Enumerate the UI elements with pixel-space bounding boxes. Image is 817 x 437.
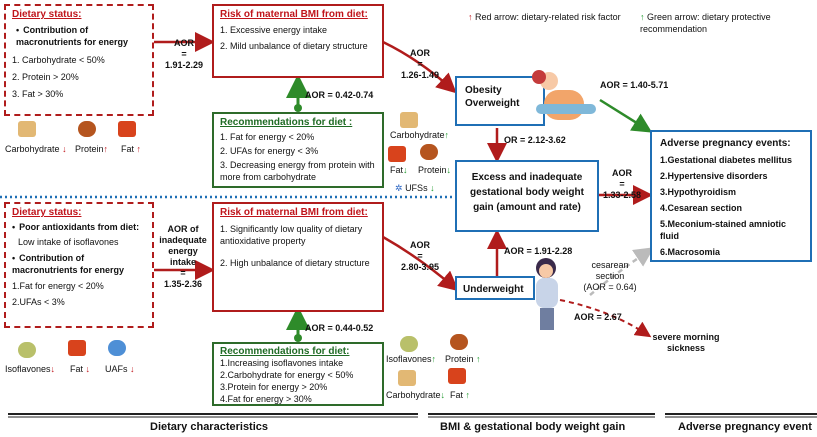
green-arrow-icon: ↑ <box>640 12 645 22</box>
arrow-obesity-events <box>599 98 653 133</box>
obesity-box: Obesity Overweight <box>455 76 545 126</box>
fat-icon <box>68 340 86 356</box>
top-rec-fat: Fat↓ <box>390 165 408 175</box>
pregnant-woman-eating-illustration <box>530 68 600 128</box>
fat-icon <box>388 146 406 162</box>
chicken-icon <box>78 121 96 137</box>
bottom-aor-status-risk: AOR of inadequate energy intake = 1.35-2… <box>159 224 207 289</box>
event-item: 6.Macrosomia <box>660 247 721 257</box>
chicken-icon <box>450 334 468 350</box>
soybean-icon <box>18 342 36 358</box>
bottom-aor-risk-under: AOR = 2.80-3.95 <box>400 240 440 272</box>
bottom-rec-carb: Carbohydrate↓ <box>386 390 446 400</box>
arrow-cesarean <box>589 247 655 296</box>
bottom-rec-isoflavones: Isoflavones↑ <box>386 354 437 364</box>
bottom-status-box: Dietary status: Poor antioxidants from d… <box>4 202 154 328</box>
event-item: 2.Hypertensive disorders <box>660 171 768 181</box>
top-status-box: Dietary status: Contribution of macronut… <box>4 4 154 116</box>
aor-under-gain: AOR = 1.91-2.28 <box>504 246 573 256</box>
sickness-label: severe morning sickness <box>652 332 720 353</box>
bottom-rec-box: Recommendations for diet: 1.Increasing i… <box>212 342 384 406</box>
aor-gain-events: AOR = 1.33-2.58 <box>602 168 642 200</box>
arrow-sickness <box>559 299 652 338</box>
bottom-icon-uafs: UAFs ↓ <box>105 364 135 374</box>
soybean-icon <box>400 336 418 352</box>
molecule-icon: ✲ <box>395 183 403 193</box>
event-item: 4.Cesarean section <box>660 203 743 213</box>
footer-adverse: Adverse pregnancy event <box>678 421 812 433</box>
gain-box: Excess and inadequate gestational body w… <box>455 160 599 232</box>
top-rec-box: Recommendations for diet : 1. Fat for en… <box>212 112 384 188</box>
top-status-item: 1. Carbohydrate < 50% <box>12 55 105 65</box>
bottom-rec-protein: Protein ↑ <box>445 354 481 364</box>
chicken-icon <box>420 144 438 160</box>
top-aor-status-risk: AOR = 1.91-2.29 <box>164 38 204 70</box>
top-aor-risk-obesity: AOR = 1.26-1.49 <box>400 48 440 80</box>
top-rec-carb: Carbohydrate↑ <box>390 130 450 140</box>
footer-bmi: BMI & gestational body weight gain <box>440 421 626 433</box>
bottom-aor-rec: AOR = 0.44-0.52 <box>305 323 374 333</box>
fat-icon <box>118 121 136 137</box>
bottom-rec-fat: Fat ↑ <box>450 390 471 400</box>
top-risk-box: Risk of maternal BMI from diet: 1. Exces… <box>212 4 384 78</box>
bottom-icon-isoflavones: Isoflavones↓ <box>5 364 56 374</box>
aor-sickness: AOR = 2.67 <box>574 312 622 322</box>
bottom-risk-box: Risk of maternal BMI from diet: 1. Signi… <box>212 202 384 312</box>
bread-icon <box>18 121 36 137</box>
events-box: Adverse pregnancy events: 1.Gestational … <box>650 130 812 262</box>
arrow-bottom-risk-under <box>382 235 459 292</box>
top-rec-ufs: ✲ UFSs ↓ <box>395 183 435 193</box>
fat-icon <box>448 368 466 384</box>
top-rec-protein: Protein↓ <box>418 165 452 175</box>
red-arrow-icon: ↑ <box>468 12 473 22</box>
event-item: 3.Hypothyroidism <box>660 187 737 197</box>
top-status-head: Contribution of macronutrients for energ… <box>12 24 146 48</box>
cesarean-label: cesarean section (AOR = 0.64) <box>583 260 637 292</box>
bread-icon <box>398 370 416 386</box>
footer-diet: Dietary characteristics <box>150 421 269 433</box>
top-status-item: 2. Protein > 20% <box>12 72 79 82</box>
top-icon-fat: Fat ↑ <box>121 144 142 154</box>
top-icon-protein: Protein↑ <box>75 144 109 154</box>
pregnant-woman-sick-illustration <box>530 256 566 332</box>
top-icon-carb: Carbohydrate ↓ <box>5 144 67 154</box>
underweight-box: Underweight <box>455 276 535 300</box>
top-status-item: 3. Fat > 30% <box>12 89 64 99</box>
legend-green: ↑ Green arrow: dietary protective recomm… <box>640 12 771 34</box>
event-item: 1.Gestational diabetes mellitus <box>660 155 793 165</box>
aor-obesity-events: AOR = 1.40-5.71 <box>600 80 669 90</box>
bread-icon <box>400 112 418 128</box>
legend-red: ↑ Red arrow: dietary-related risk factor <box>468 12 621 22</box>
molecule-icon <box>108 340 126 356</box>
top-aor-rec: AOR = 0.42-0.74 <box>305 90 374 100</box>
bottom-icon-fat: Fat ↓ <box>70 364 91 374</box>
or-obesity-gain: OR = 2.12-3.62 <box>504 135 566 145</box>
arrow-top-risk-obesity <box>382 40 457 94</box>
event-item: 5.Meconium-stained amniotic fluid <box>660 219 787 241</box>
